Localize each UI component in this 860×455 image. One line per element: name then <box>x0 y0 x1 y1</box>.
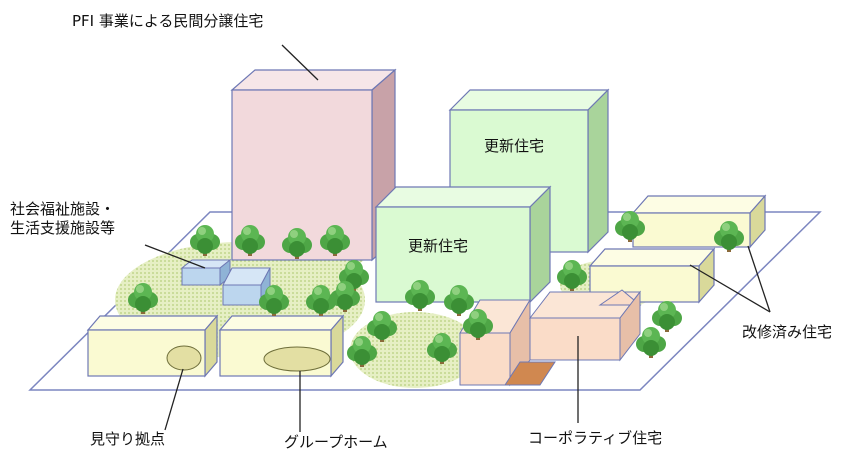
pfi-callout-line <box>281 44 319 81</box>
renewed-housing-label-2: 更新住宅 <box>408 237 469 255</box>
welfare-facility-label: 社会福祉施設・ 生活支援施設等 <box>10 200 115 238</box>
watch-hub-callout-line <box>164 368 184 431</box>
renovated-housing-building <box>588 247 716 304</box>
pfi-housing-label: PFI 事業による民間分譲住宅 <box>72 12 264 30</box>
renovated-callout-line-2 <box>689 264 771 313</box>
welfare-callout-line <box>144 244 206 269</box>
watch-hub-label: 見守り拠点 <box>90 430 166 448</box>
renovated-housing-building <box>631 194 767 249</box>
renovated-callout-line-1 <box>747 245 771 313</box>
watch-hub-building <box>86 314 219 378</box>
welfare-facility-box <box>222 267 271 307</box>
welfare-facility-box <box>180 258 232 287</box>
welfare-facility-label-line2: 生活支援施設等 <box>10 218 116 237</box>
renewed-housing-building-front <box>374 185 552 304</box>
welfare-facility-label-line1: 社会福祉施設・ <box>10 200 116 218</box>
renovated-housing-label: 改修済み住宅 <box>742 323 833 341</box>
cooperative-housing-label: コーポラティブ住宅 <box>528 429 663 447</box>
group-home-label: グループホーム <box>284 433 388 451</box>
group-home-building <box>218 314 345 378</box>
renewed-housing-label-1: 更新住宅 <box>484 137 545 155</box>
